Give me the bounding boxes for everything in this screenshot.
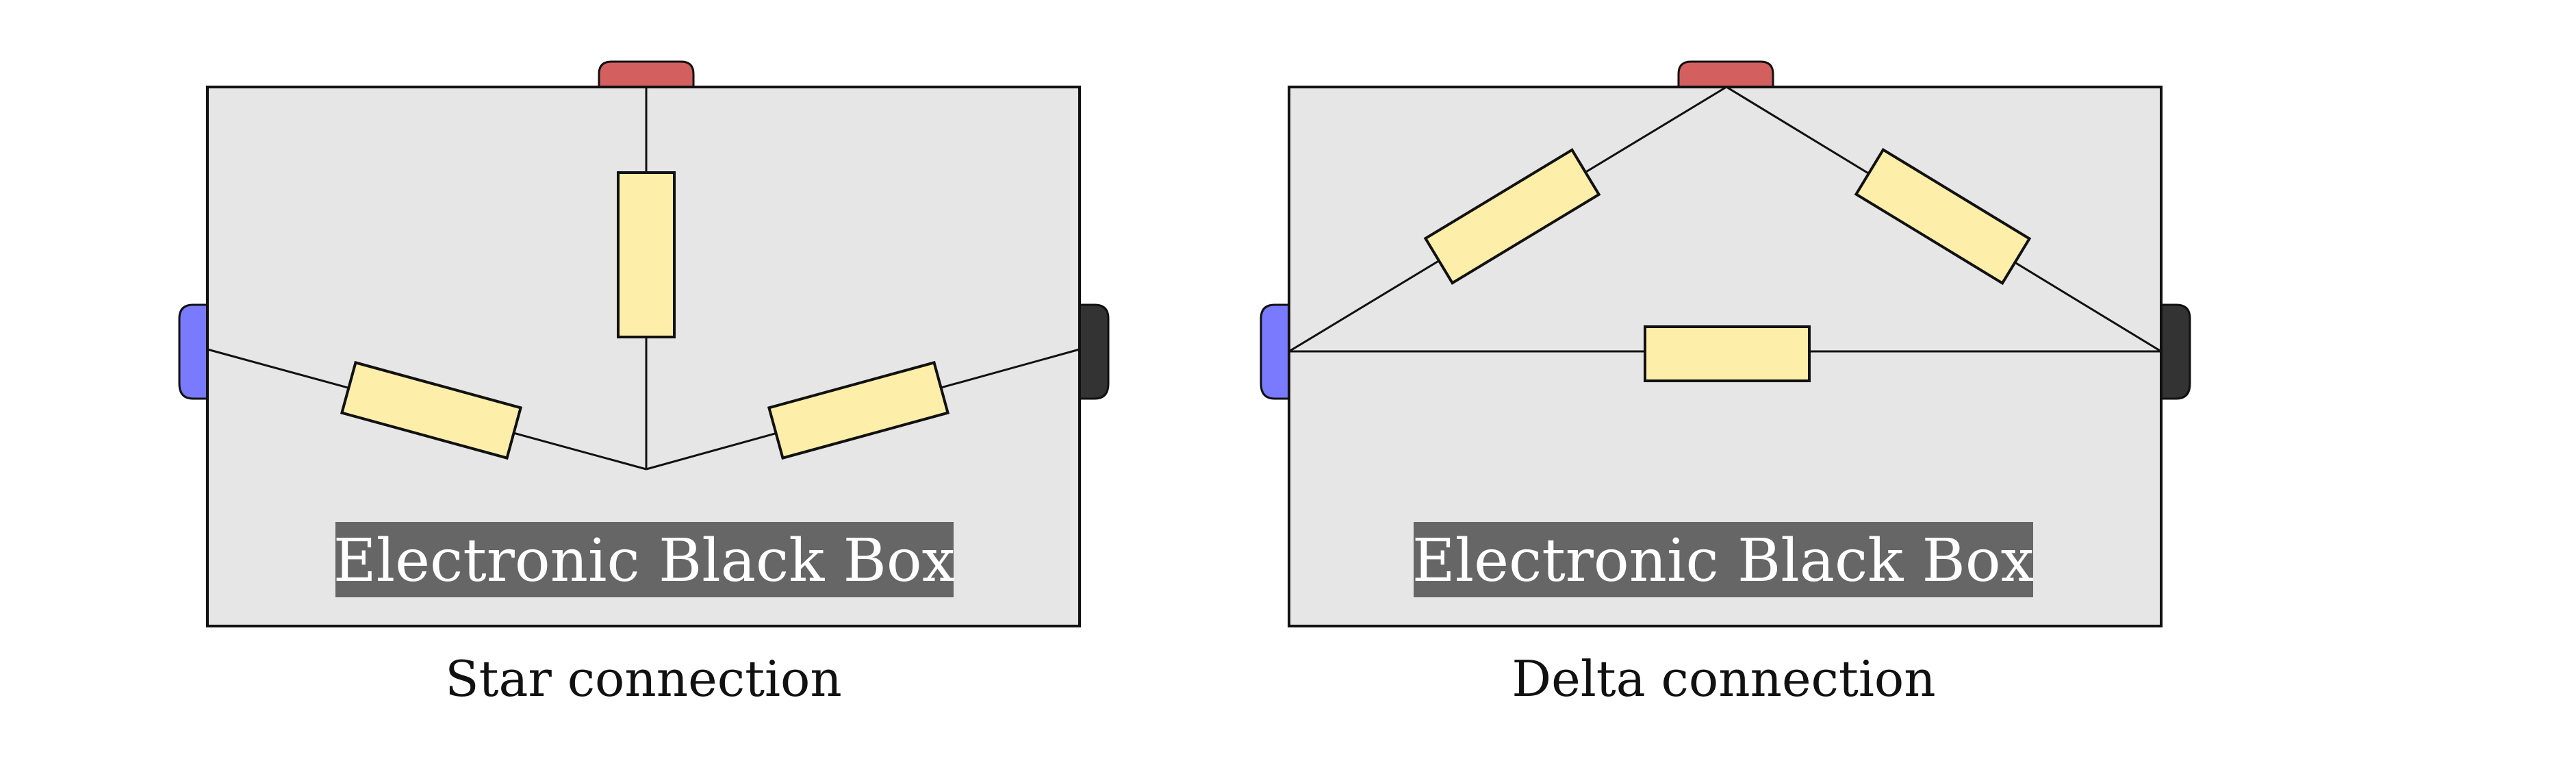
star-resistor-left: [340, 360, 523, 460]
delta-terminal-top: [1677, 60, 1774, 88]
star-caption: Star connection: [445, 650, 842, 708]
delta-caption: Delta connection: [1512, 650, 1935, 708]
star-box-label: Electronic Black Box: [333, 527, 955, 595]
delta-diagram: Electronic Black Box Delta connection: [1260, 60, 2191, 708]
delta-resistor-right: [1854, 147, 2032, 286]
delta-terminal-right: [2160, 303, 2191, 400]
star-label-background: [335, 522, 954, 597]
star-terminal-left: [178, 303, 209, 400]
delta-box-label: Electronic Black Box: [1412, 527, 2034, 595]
star-resistor-right: [767, 360, 950, 460]
delta-resistor-bottom: [1644, 325, 1811, 382]
delta-label-background: [1414, 522, 2033, 597]
star-terminal-top: [598, 60, 695, 88]
star-diagram: Electronic Black Box Star connection: [178, 60, 1110, 708]
star-resistor-top: [617, 171, 676, 338]
delta-terminal-left: [1260, 303, 1290, 400]
star-terminal-right: [1078, 303, 1110, 400]
delta-resistor-left: [1423, 148, 1601, 285]
